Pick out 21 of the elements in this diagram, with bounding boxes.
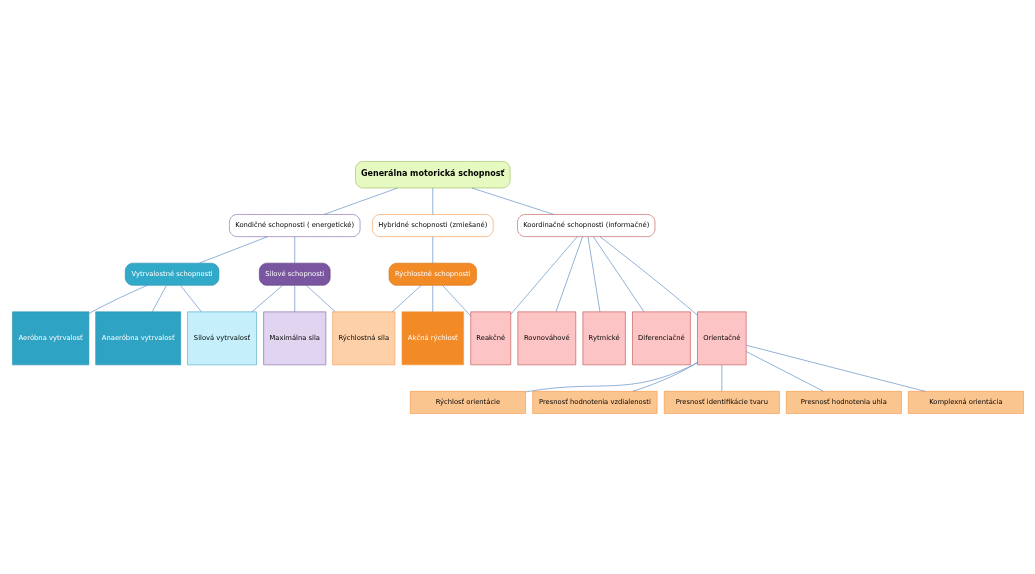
connector	[88, 284, 147, 314]
connector	[179, 284, 202, 312]
connector	[745, 344, 925, 392]
connector	[391, 284, 422, 312]
connector	[555, 235, 583, 312]
connector	[151, 284, 167, 312]
connector	[632, 361, 698, 392]
connector	[441, 284, 471, 316]
connector	[293, 235, 295, 263]
connector	[471, 187, 554, 215]
connector	[592, 235, 644, 312]
connector	[323, 187, 398, 215]
connector	[251, 284, 283, 312]
connector	[745, 350, 824, 392]
connector	[510, 235, 578, 314]
connector	[587, 235, 600, 312]
connector	[198, 235, 268, 263]
connector	[305, 284, 335, 312]
connector	[524, 361, 698, 392]
connector	[599, 235, 698, 315]
connector	[293, 284, 295, 312]
